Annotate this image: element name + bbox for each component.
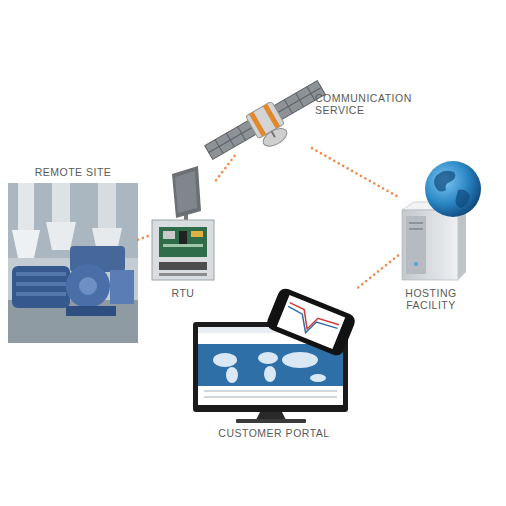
monitor-part [256,412,286,420]
satellite-part [209,128,252,153]
satellite-node: COMMUNICATION SERVICE [212,85,312,155]
phone-part [265,286,358,358]
server-tower-part [409,222,423,224]
globe [425,161,481,217]
phone-part [281,306,338,343]
monitor-part [198,344,343,386]
node-label: COMMUNICATION SERVICE [315,92,405,116]
satellite-part [278,88,321,113]
rtu-enclosure-part [172,166,201,218]
satellite-part [272,131,276,137]
pump-photo [8,183,138,343]
dotted-link [138,235,150,239]
node-label: CUSTOMER PORTAL [190,427,358,439]
pump-photo-part [79,277,97,295]
globe-part [456,190,471,208]
rtu-enclosure-part [159,273,207,276]
node-label: RTU [133,287,233,299]
pump-photo-part [12,266,70,308]
site-photo: REMOTE SITE [8,183,138,343]
pump-photo-part [8,183,138,343]
dotted-link [216,155,235,180]
globe-part [434,171,455,192]
rtu-enclosure-part [163,244,203,247]
pump-photo-part [46,222,76,250]
globe-part [425,161,481,217]
satellite [202,76,335,176]
rtu-enclosure-part [179,231,187,245]
pump-photo-part [16,272,66,276]
monitor-part [204,396,337,398]
rtu-box: RTU [150,165,216,282]
monitor-part [204,390,337,392]
dotted-link [358,256,398,288]
satellite-part [249,112,266,137]
node-label: REMOTE SITE [8,166,138,178]
rtu-enclosure-part [175,171,197,213]
pump-photo-part [66,306,116,316]
pump-photo-part [110,270,134,304]
rtu-enclosure-part [163,231,175,239]
monitor-part [236,419,306,423]
monitor-part [282,352,318,368]
satellite-part [260,125,290,150]
pump-photo-part [16,292,66,296]
monitor-part [310,374,326,382]
phone-part [277,295,345,349]
dotted-link [312,148,398,197]
server-tower-part [402,210,458,280]
server-node: HOSTING FACILITY [398,160,484,282]
satellite-part [263,104,280,129]
monitor-part [226,367,238,383]
rtu-enclosure-part [152,220,214,280]
rtu-enclosure-part [159,227,207,257]
monitor-part [213,353,237,367]
monitor-part [258,352,278,364]
monitor-part [264,366,276,382]
portal-node: CUSTOMER PORTAL [190,286,358,424]
rtu-enclosure-part [159,262,207,270]
server-tower-part [406,216,426,274]
pump-photo-part [16,282,66,286]
rtu-enclosure-part [191,231,203,237]
server-tower-part [414,262,418,266]
rtu-enclosure [152,166,214,280]
phone [265,286,358,358]
pump-photo-part [66,264,110,308]
satellite-part [205,121,256,160]
server-tower-part [409,228,423,230]
node-label: HOSTING FACILITY [396,287,466,311]
pump-photo-part [12,230,40,258]
